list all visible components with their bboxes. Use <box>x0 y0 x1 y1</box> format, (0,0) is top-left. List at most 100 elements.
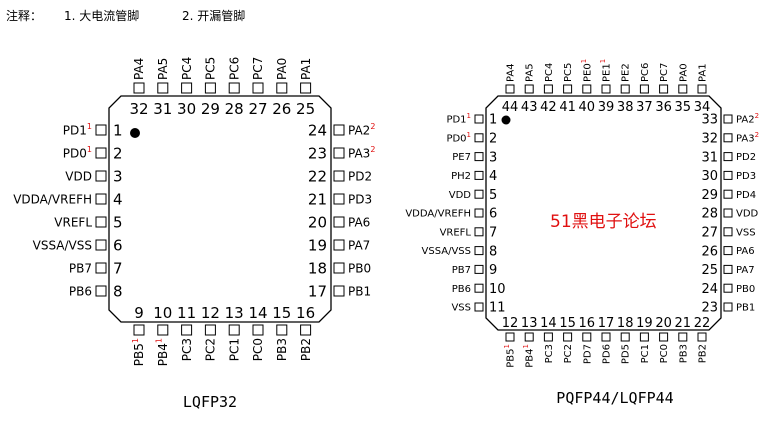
lqfp32-pin-label: PA1 <box>299 58 313 80</box>
lqfp32-pin-pad <box>333 239 345 251</box>
lqfp32-pin-label-note-mark: 1 <box>87 145 92 154</box>
lqfp32-pin-label-text: PA4 <box>132 58 146 80</box>
lqfp32-pin-pad <box>95 239 107 251</box>
lqfp32-pin-pad <box>300 82 312 94</box>
lqfp32-pin-label-group: PA1 <box>299 58 313 80</box>
lqfp44-pin-number: 37 <box>636 100 653 115</box>
lqfp32-pin-label-text: PB3 <box>275 338 289 361</box>
lqfp32-pin-number: 3 <box>113 167 123 185</box>
lqfp44-pin-label: VSS <box>451 303 471 314</box>
lqfp44-pin-pad <box>543 84 553 94</box>
lqfp44-pin-label: PD4 <box>736 190 756 201</box>
lqfp44-pin-label-text: PD2 <box>736 152 756 163</box>
lqfp32-pin-pad <box>157 82 169 94</box>
lqfp44-pin-pad <box>474 208 484 218</box>
lqfp44-pin-number: 15 <box>559 316 576 331</box>
lqfp32-pin-number: 16 <box>296 304 315 322</box>
lqfp44-pin-label-group: PC3 <box>544 344 555 363</box>
lqfp44-pin-label: PD01 <box>446 131 471 145</box>
lqfp44-pin-label-note-mark: 2 <box>755 131 759 139</box>
lqfp44-pin-label: PD5 <box>621 344 632 364</box>
lqfp32-pin-label: PB7 <box>69 261 92 275</box>
lqfp32-pin-number: 8 <box>113 282 123 300</box>
lqfp32-pin-label-text: PD2 <box>348 169 372 183</box>
lqfp32-body <box>108 95 332 323</box>
lqfp44-pin-pad <box>639 84 649 94</box>
lqfp44-pin-pad <box>563 84 573 94</box>
lqfp32-pin-label-group: PC6 <box>227 57 241 80</box>
lqfp44-pin-number: 30 <box>701 169 718 184</box>
lqfp32-pin-pad <box>204 82 216 94</box>
lqfp44-pin-label-note-mark: 1 <box>522 344 530 348</box>
lqfp32-pin-label: PC1 <box>227 338 241 361</box>
lqfp32-pin-label: PC5 <box>204 57 218 80</box>
lqfp44-pin-label-group: PC6 <box>640 63 651 82</box>
lqfp44-pin-label: PA4 <box>506 63 517 82</box>
lqfp32-pin-label-group: PA5 <box>156 58 170 80</box>
lqfp44-pin-pad <box>601 332 611 342</box>
lqfp44-pin-number: 40 <box>579 100 596 115</box>
lqfp44-pin-label-group: PC0 <box>659 344 670 363</box>
lqfp44-pin-label-text: VDDA/VREFH <box>405 209 471 220</box>
lqfp32-package: 1PD112PD013VDD4VDDA/VREFH5VREFL6VSSA/VSS… <box>13 57 375 366</box>
lqfp44-pin-label-text: PA4 <box>506 63 517 82</box>
lqfp32-pin-label: PB3 <box>275 338 289 361</box>
lqfp32-pin-number: 4 <box>113 190 123 208</box>
lqfp44-pin-number: 43 <box>521 100 538 115</box>
lqfp32-pin-label: PC7 <box>251 57 265 80</box>
lqfp32-pin-label: PA7 <box>348 238 370 252</box>
lqfp32-pin-label: PA5 <box>156 58 170 80</box>
lqfp44-pin-label: PB3 <box>678 344 689 363</box>
lqfp44-pin-label-group: PB3 <box>678 344 689 363</box>
lqfp32-pin-number: 9 <box>134 304 144 322</box>
lqfp32-pin-pad <box>133 82 145 94</box>
lqfp32-pin-label-text: PC5 <box>204 57 218 80</box>
lqfp32-pin-label-text: PD0 <box>63 146 87 160</box>
lqfp44-pin-number: 3 <box>489 150 497 165</box>
lqfp44-pin-label-text: VSSA/VSS <box>422 246 471 257</box>
lqfp44-package: 1PD112PD013PE74PH25VDD6VDDA/VREFH7VREFL8… <box>405 59 759 368</box>
lqfp44-pin-label-group: PC7 <box>659 63 670 82</box>
lqfp44-pin-label-text: PD3 <box>736 171 756 182</box>
lqfp32-pin-pad <box>333 262 345 274</box>
lqfp32-pin-label-group: PA0 <box>275 58 289 80</box>
lqfp44-pin-pad <box>505 84 515 94</box>
lqfp32-pin-number: 13 <box>225 304 244 322</box>
lqfp32-pin-label-group: PA4 <box>132 58 146 80</box>
lqfp44-pin-number: 21 <box>675 316 692 331</box>
lqfp44-pin-label-group: PC2 <box>563 344 574 363</box>
lqfp32-pin-pad <box>333 170 345 182</box>
lqfp44-pin-pad <box>723 302 733 312</box>
lqfp32-pin-pad <box>333 216 345 228</box>
lqfp32-pin-number: 32 <box>129 100 148 118</box>
lqfp32-pin-pad <box>333 124 345 136</box>
lqfp32-pin-label-text: PC4 <box>180 57 194 80</box>
lqfp44-pin-label: PC7 <box>659 63 670 82</box>
lqfp44-pin-label-text: PD5 <box>621 344 632 364</box>
lqfp44-pin-label-text: PD1 <box>446 115 466 126</box>
lqfp44-pin-label-group: PC5 <box>563 63 574 82</box>
lqfp32-pin-label-text: PC7 <box>251 57 265 80</box>
lqfp32-pin-label-group: PC0 <box>251 338 265 361</box>
lqfp44-pin-label: PA6 <box>736 246 755 257</box>
lqfp32-pin-label: PD2 <box>348 169 372 183</box>
lqfp44-pin-label-text: PA7 <box>736 265 755 276</box>
lqfp44-pin-pad <box>474 227 484 237</box>
lqfp32-pin-label-text: VDD <box>65 169 92 183</box>
lqfp44-pin-pad <box>697 84 707 94</box>
lqfp44-pin-pad <box>723 170 733 180</box>
lqfp44-pin-number: 32 <box>701 131 718 146</box>
lqfp32-pin-label: PD01 <box>63 145 92 160</box>
lqfp44-pin-label: PB41 <box>522 344 536 368</box>
lqfp44-pin-label-text: PD4 <box>736 190 756 201</box>
lqfp44-pin-pad <box>474 170 484 180</box>
lqfp44-pin-label: PH2 <box>451 171 471 182</box>
lqfp44-pin-label-text: PC0 <box>659 344 670 363</box>
lqfp44-pin-pad <box>723 152 733 162</box>
lqfp32-pin-number: 20 <box>308 213 327 231</box>
lqfp44-pin-number: 38 <box>617 100 634 115</box>
lqfp32-pin-label: PB1 <box>348 284 371 298</box>
lqfp32-pin-pad <box>276 82 288 94</box>
lqfp32-pin-label-text: PC3 <box>180 338 194 361</box>
